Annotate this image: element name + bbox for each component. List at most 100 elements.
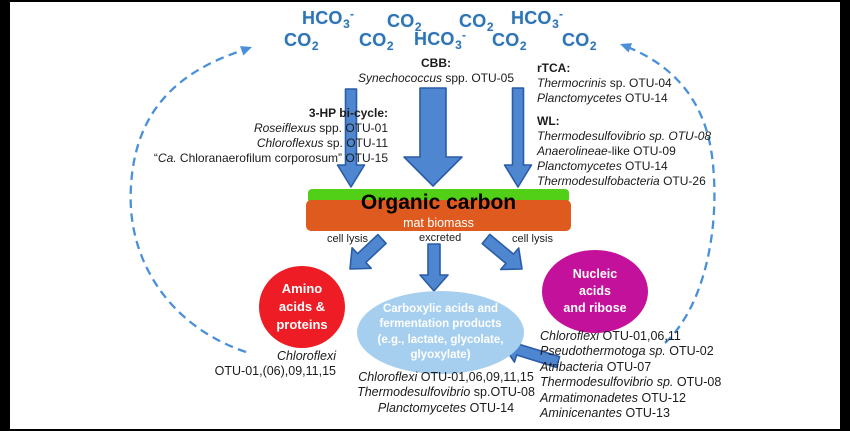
text-line: Aminicenantes OTU-13 [540,406,721,421]
text-line: Thermocrinis sp. OTU-04 [537,76,672,91]
text-segment: Thermodesulfovibrio sp. OTU-08 [537,129,712,143]
text-segment: OTU-14 [466,400,515,415]
nucleic-acids-pool: Nucleic acids and ribose [542,250,648,333]
text-segment: Thermodesulfovibrio [357,385,471,400]
text-segment: OTU-01,06,09,11,15 [417,370,534,384]
text-line: Planctomycetes OTU-14 [346,401,546,416]
pathway-cbb-title: CBB: [421,56,451,70]
text-segment: spp. OTU-05 [442,71,515,85]
text-segment: OTU-13 [622,406,670,421]
text-line: Anaerolineae-like OTU-09 [537,144,711,159]
text-segment: 3 [455,38,462,52]
text-segment: CO [492,30,520,50]
text-segment: Thermodesulfobacteria [537,174,660,188]
text-segment: OTU-14 [621,91,668,105]
text-line: fermentation products [379,318,502,330]
text-segment: CO [459,11,487,31]
pathway-cbb-taxa: Synechococcus spp. OTU-05 [330,71,542,86]
text-line: Thermodesulfovibrio sp. OTU-08 [537,129,711,144]
text-segment: OTU-08 [673,375,722,390]
text-line: Thermodesulfovibrio sp.OTU-08 [346,385,546,400]
text-line: acids [579,284,611,298]
text-segment: Chloroflexi [540,329,600,343]
text-line: Planctomycetes OTU-14 [537,91,672,106]
co2-label: CO2 [387,11,422,34]
text-segment: Chloroflexi [276,349,336,363]
organic-carbon-title: Organic carbon [360,191,517,214]
co2-label: CO2 [284,30,319,53]
pathway-3hp-title: 3-HP bi-cycle: [308,106,388,120]
hco3-label: HCO3- [414,28,466,52]
text-segment: OTU-01,(06),09,11,15 [214,364,336,379]
pathway-rtca-title: rTCA: [537,61,571,75]
text-segment: - [349,7,355,21]
text-segment: 2 [519,39,527,53]
text-line: Atribacteria OTU-07 [540,360,721,375]
text-segment: 2 [311,39,319,53]
text-line: OTU-01,(06),09,11,15 [215,364,336,379]
text-segment: - [461,28,467,42]
cell-lysis-right-label: cell lysis [512,233,553,245]
text-segment: OTU-12 [637,390,686,405]
mat-biomass-label: mat biomass [403,216,474,230]
text-segment: Anaerolineae [537,144,608,158]
text-segment: OTU-14 [621,159,668,173]
organic-carbon-bar-green-strip [308,189,569,203]
text-line: glyoxylate) [410,349,471,361]
co2-label: CO2 [492,30,527,53]
text-segment: HCO [414,29,455,49]
text-segment: OTU-26 [659,174,706,188]
text-segment: Aminicenantes [540,406,622,421]
text-segment: Planctomycetes [537,159,622,173]
text-line: Thermodesulfovibrio sp. OTU-08 [540,375,721,390]
text-segment: CO [387,11,415,31]
co2-label: CO2 [562,30,597,53]
text-segment: CO [562,30,590,50]
text-segment: sp. OTU-11 [323,136,388,150]
text-line: Nucleic [572,267,618,281]
text-line: Chloroflexi [215,349,336,364]
text-segment: 2 [414,20,422,34]
organic-carbon-bar: Organic carbon mat biomass [306,189,571,232]
text-line: Carboxylic acids and [382,302,499,315]
text-segment: sp. OTU-04 [606,76,672,90]
text-segment: spp. OTU-01 [315,121,388,135]
text-line: “Ca. Chloranaerofilum corporosum” OTU-15 [154,151,388,166]
text-segment: - [558,7,564,21]
pathway-wl-title: WL: [537,114,560,128]
text-segment: 2 [589,39,597,53]
text-segment: CO [359,30,387,50]
text-segment: HCO [511,8,552,28]
hco3-label: HCO3- [511,7,563,31]
text-segment: Ca. [157,151,177,165]
text-line: Roseiflexus spp. OTU-01 [154,121,388,136]
text-segment: Pseudothermotoga sp. [540,344,666,359]
text-segment: Thermocrinis [537,76,607,90]
text-segment: OTU-07 [603,359,652,374]
text-line: proteins [276,317,328,332]
hco3-label: HCO3- [302,7,354,31]
text-segment: Thermodesulfovibrio sp. [540,375,674,390]
text-line: Synechococcus spp. OTU-05 [330,71,542,86]
co2-label: CO2 [459,11,494,34]
text-line: acids & [278,299,326,314]
excreted-label: excreted [419,232,462,244]
text-line: and ribose [563,301,627,315]
text-line: (e.g., lactate, glycolate, [377,333,504,346]
text-line: Chloroflexi OTU-01,06,09,11,15 [346,370,546,385]
text-segment: Chloroflexus [256,136,324,150]
pathway-cbb: CBB: Synechococcus spp. OTU-05 [330,56,542,86]
text-segment: Chloranaerofilum corporosum” OTU-15 [176,151,388,165]
cell-lysis-left-label: cell lysis [327,233,368,245]
text-line: Pseudothermotoga sp. OTU-02 [540,344,721,359]
text-segment: CO [284,30,312,50]
